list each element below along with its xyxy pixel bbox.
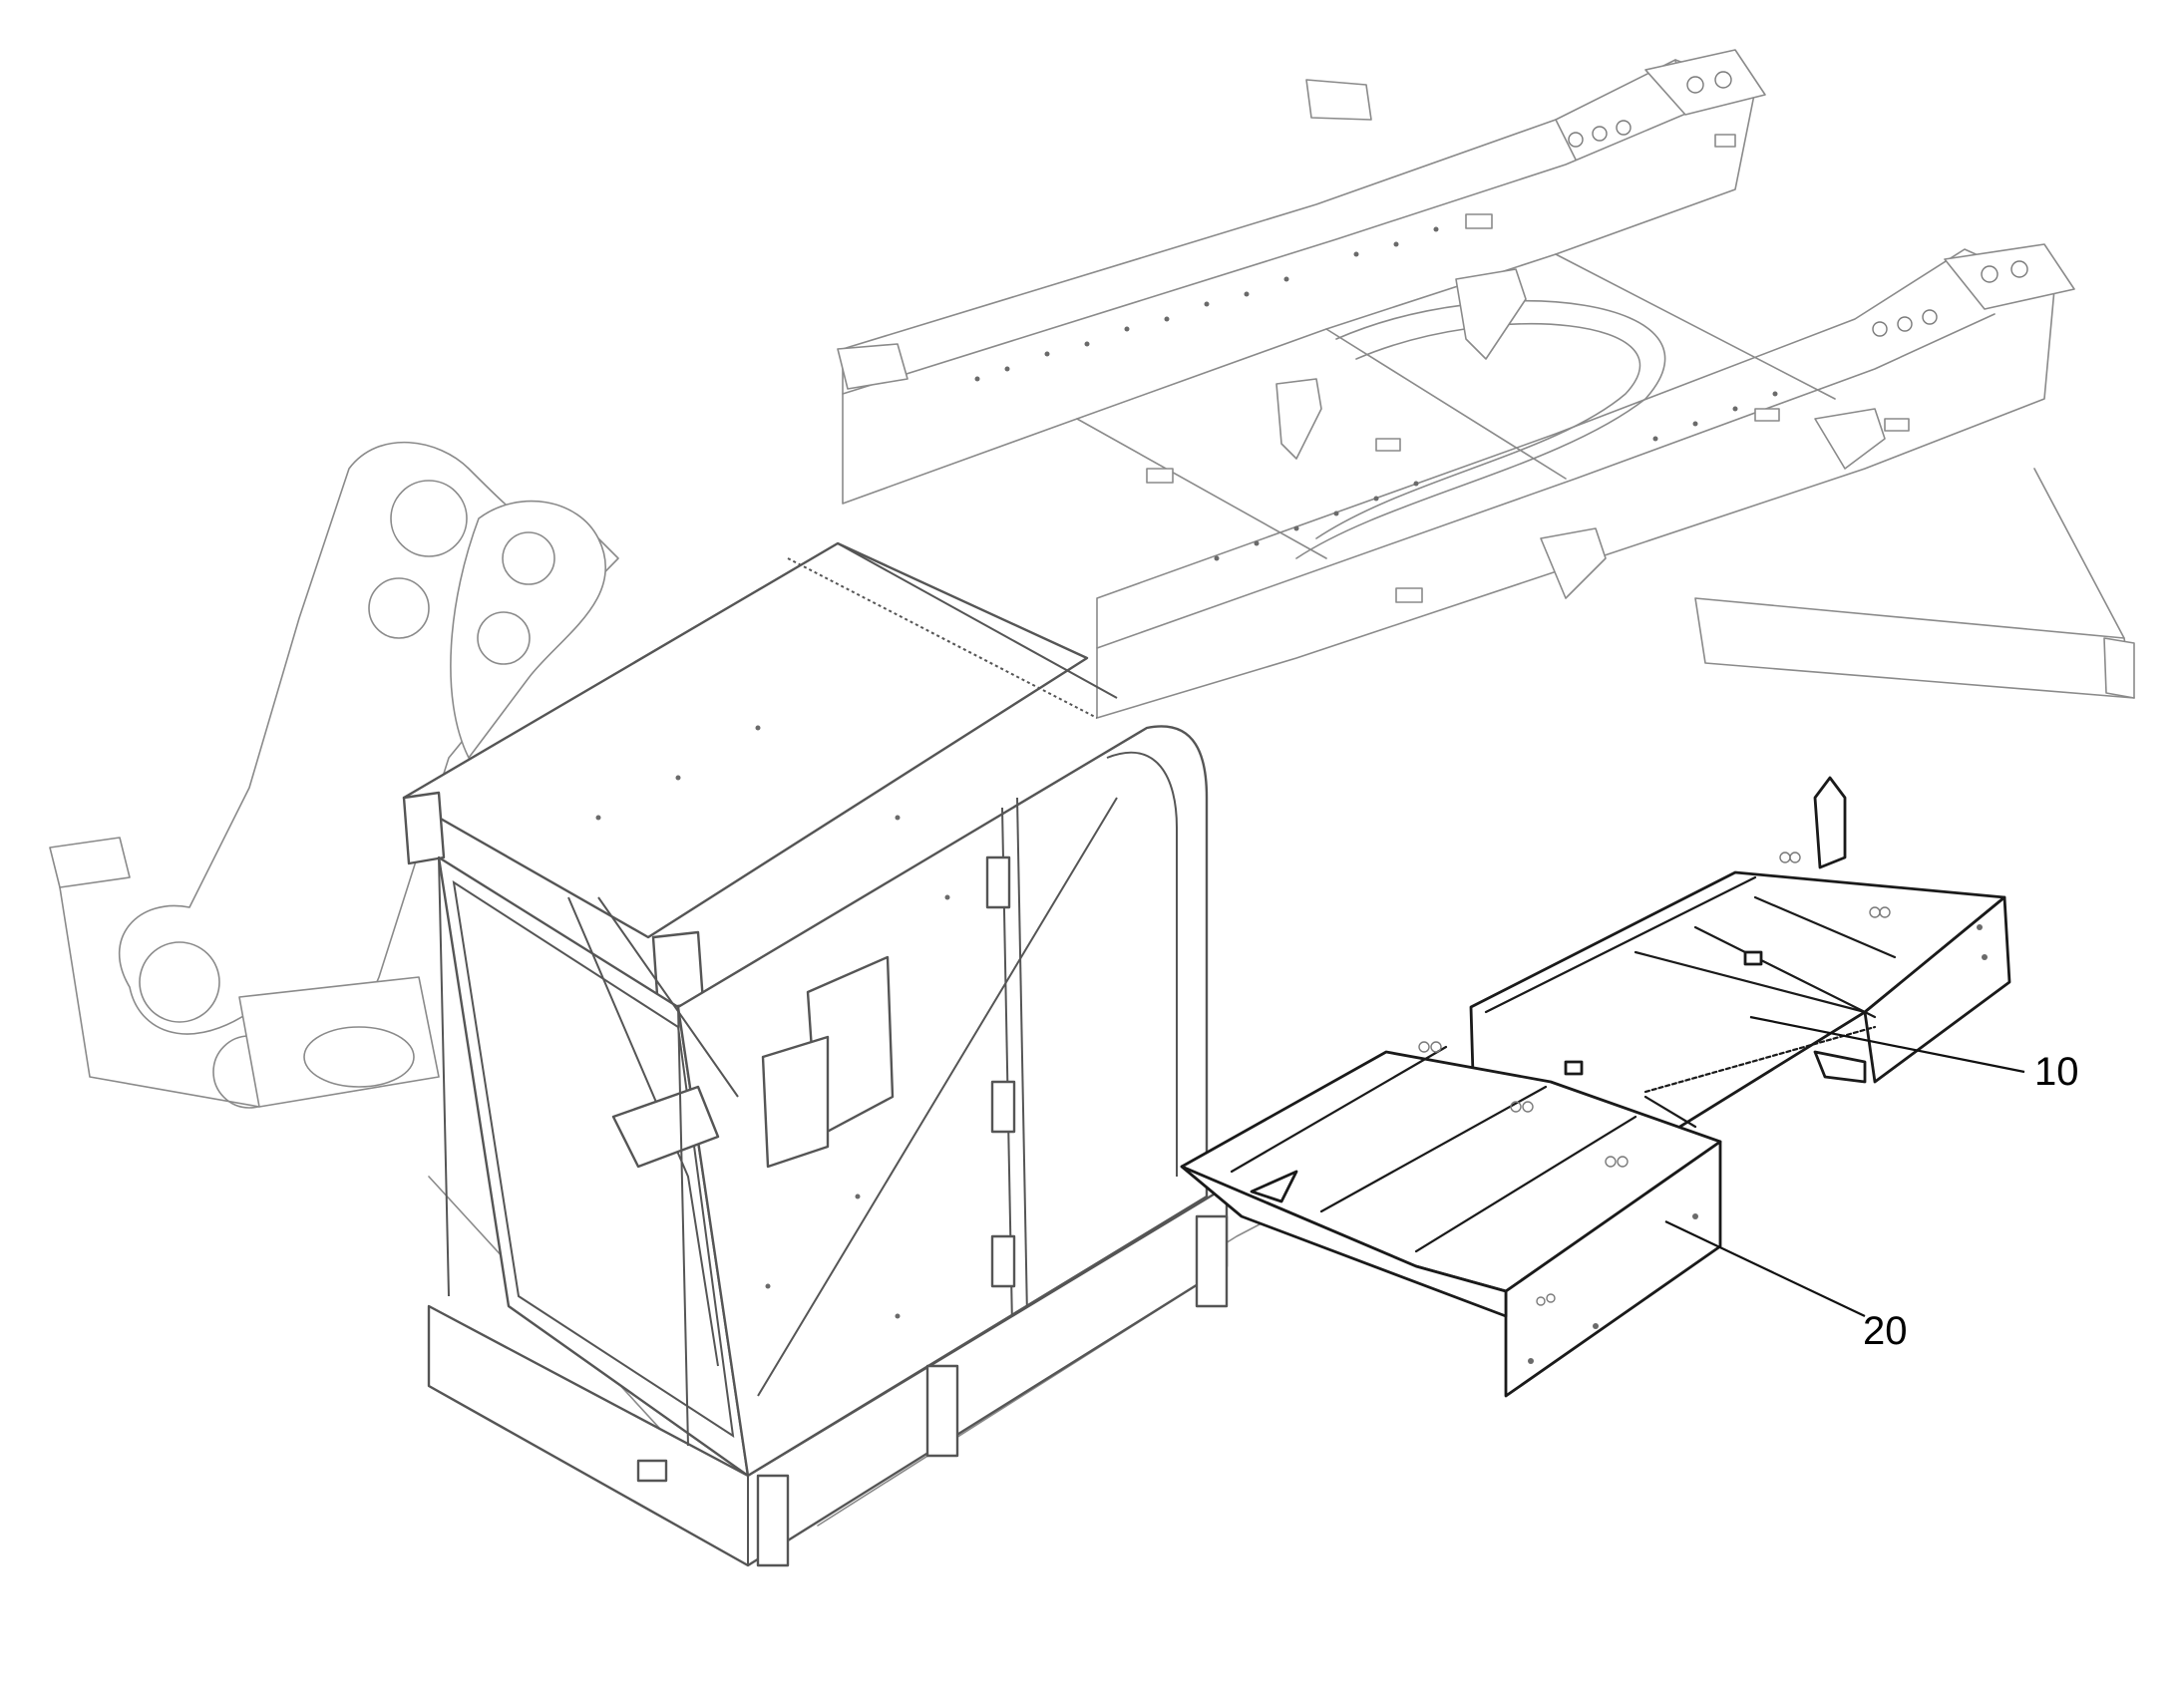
storage-box-assembly <box>1180 776 2011 1398</box>
operator-cab <box>402 541 1229 1567</box>
callout-10: 10 <box>1749 1015 2079 1094</box>
callout-10-label: 10 <box>2034 1050 2079 1094</box>
chassis-frame <box>49 49 2135 1537</box>
lower-storage-box <box>1180 1041 1722 1398</box>
callout-20: 20 <box>1664 1220 1908 1353</box>
callout-10-leader <box>1749 1015 2025 1074</box>
callout-20-label: 20 <box>1863 1309 1908 1353</box>
frame-hardware <box>974 134 1910 603</box>
callout-20-leader <box>1664 1220 1866 1317</box>
